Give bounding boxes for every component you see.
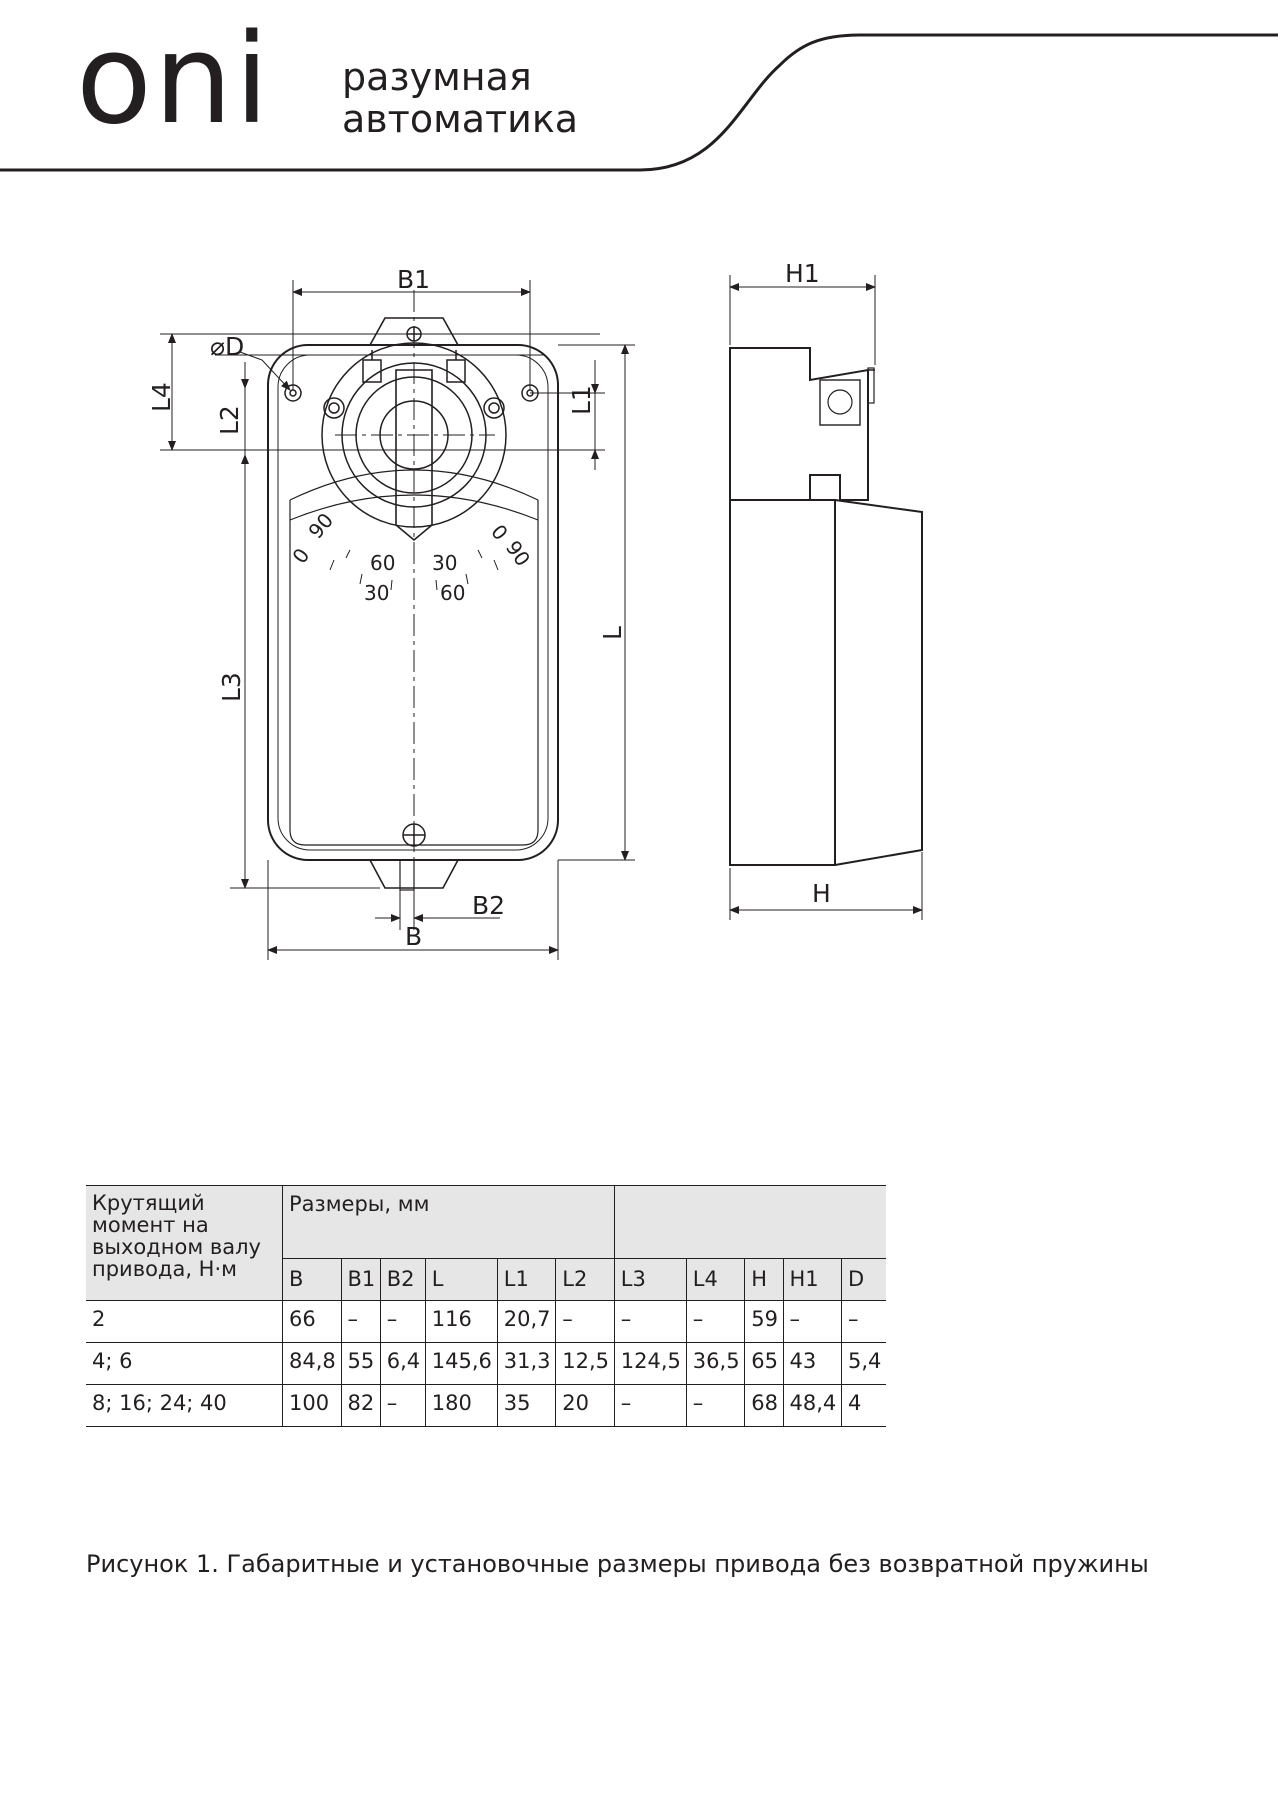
- table-cell: 145,6: [424, 1342, 498, 1385]
- table-header-row-2: B B1 B2 L L1 L2 L3 L4 H H1 D: [86, 1258, 886, 1301]
- table-row: 2 66 – – 116 20,7 – – – 59 – –: [86, 1300, 886, 1343]
- dim-label-b2: B2: [472, 891, 505, 920]
- dim-label-l: L: [598, 626, 627, 640]
- table-cell: –: [685, 1300, 745, 1343]
- scale-left-30: 30: [364, 581, 389, 605]
- page-header: oni разумная автоматика: [0, 0, 1280, 180]
- table-cell: 116: [424, 1300, 498, 1343]
- table-cell: 20: [555, 1384, 615, 1427]
- table-cell: –: [613, 1384, 687, 1427]
- col-header-b1: B1: [340, 1258, 381, 1301]
- table-cell: 180: [424, 1384, 498, 1427]
- dims-header-blank: [613, 1185, 886, 1259]
- table-cell: 36,5: [685, 1342, 745, 1385]
- table-cell: 43: [782, 1342, 842, 1385]
- dim-label-l2: L2: [215, 405, 244, 435]
- table-cell: 124,5: [613, 1342, 687, 1385]
- table-cell: 4: [841, 1384, 886, 1427]
- dimensions-table: Крутящий момент на выходном валу привода…: [86, 1185, 886, 1427]
- tagline-line-1: разумная: [342, 55, 532, 99]
- table-cell: 84,8: [282, 1342, 341, 1385]
- dim-label-h1: H1: [785, 259, 820, 288]
- dim-label-l4: L4: [147, 382, 176, 412]
- dim-label-l1: L1: [567, 385, 596, 415]
- actuator-dimension-drawing: B1 H1 ⌀D L4 L2 L1 L L3 B2 B H 90 0 60 30…: [147, 259, 923, 960]
- figure-caption: Рисунок 1. Габаритные и установочные раз…: [86, 1550, 1149, 1578]
- table-header-row-1: Крутящий момент на выходном валу привода…: [86, 1185, 886, 1301]
- table-cell: 65: [744, 1342, 783, 1385]
- scale-right-90: 90: [501, 536, 535, 571]
- dim-label-b: B: [405, 922, 422, 951]
- brand-logo: oni: [76, 8, 271, 152]
- col-header-l2: L2: [555, 1258, 615, 1301]
- table-cell: 68: [744, 1384, 783, 1427]
- table-cell: –: [685, 1384, 745, 1427]
- table-cell: 100: [282, 1384, 341, 1427]
- scale-left-0: 0: [287, 544, 314, 568]
- table-cell: 5,4: [841, 1342, 886, 1385]
- table-cell: 12,5: [555, 1342, 615, 1385]
- scale-right-0: 0: [486, 520, 513, 545]
- table-cell: 59: [744, 1300, 783, 1343]
- table-cell: 31,3: [496, 1342, 556, 1385]
- table-cell: 48,4: [782, 1384, 842, 1427]
- col-header-l4: L4: [685, 1258, 745, 1301]
- brand-tagline: разумная автоматика: [342, 56, 642, 140]
- table-cell: 6,4: [379, 1342, 426, 1385]
- table-cell: –: [555, 1300, 615, 1343]
- table-row: 4; 6 84,8 55 6,4 145,6 31,3 12,5 124,5 3…: [86, 1342, 886, 1385]
- table-cell: –: [613, 1300, 687, 1343]
- table-cell: –: [379, 1300, 426, 1343]
- table-cell: 66: [282, 1300, 341, 1343]
- table-cell: 35: [496, 1384, 556, 1427]
- dim-label-l3: L3: [217, 672, 246, 702]
- table-cell: –: [841, 1300, 886, 1343]
- dim-label-h: H: [812, 879, 831, 908]
- col-header-l1: L1: [496, 1258, 556, 1301]
- row-torque: 8; 16; 24; 40: [86, 1384, 283, 1427]
- dim-label-d: ⌀D: [210, 332, 244, 361]
- tagline-line-2: автоматика: [342, 97, 579, 141]
- col-header-h: H: [744, 1258, 783, 1301]
- dims-header: Размеры, мм: [282, 1185, 615, 1259]
- col-header-l3: L3: [613, 1258, 687, 1301]
- table-row: 8; 16; 24; 40 100 82 – 180 35 20 – – 68 …: [86, 1384, 886, 1427]
- table-cell: 55: [340, 1342, 381, 1385]
- scale-left-60: 60: [370, 551, 395, 575]
- torque-header: Крутящий момент на выходном валу привода…: [86, 1185, 283, 1301]
- row-torque: 4; 6: [86, 1342, 283, 1385]
- col-header-b: B: [282, 1258, 341, 1301]
- table-cell: –: [379, 1384, 426, 1427]
- table-cell: 82: [340, 1384, 381, 1427]
- scale-right-30: 30: [432, 551, 457, 575]
- header-swoosh-line: [0, 33, 1278, 172]
- col-header-h1: H1: [782, 1258, 842, 1301]
- table-cell: 20,7: [496, 1300, 556, 1343]
- col-header-l: L: [424, 1258, 498, 1301]
- col-header-b2: B2: [379, 1258, 426, 1301]
- table-cell: –: [782, 1300, 842, 1343]
- scale-right-60: 60: [440, 581, 465, 605]
- col-header-d: D: [841, 1258, 886, 1301]
- table-cell: –: [340, 1300, 381, 1343]
- row-torque: 2: [86, 1300, 283, 1343]
- dim-label-b1: B1: [397, 265, 430, 294]
